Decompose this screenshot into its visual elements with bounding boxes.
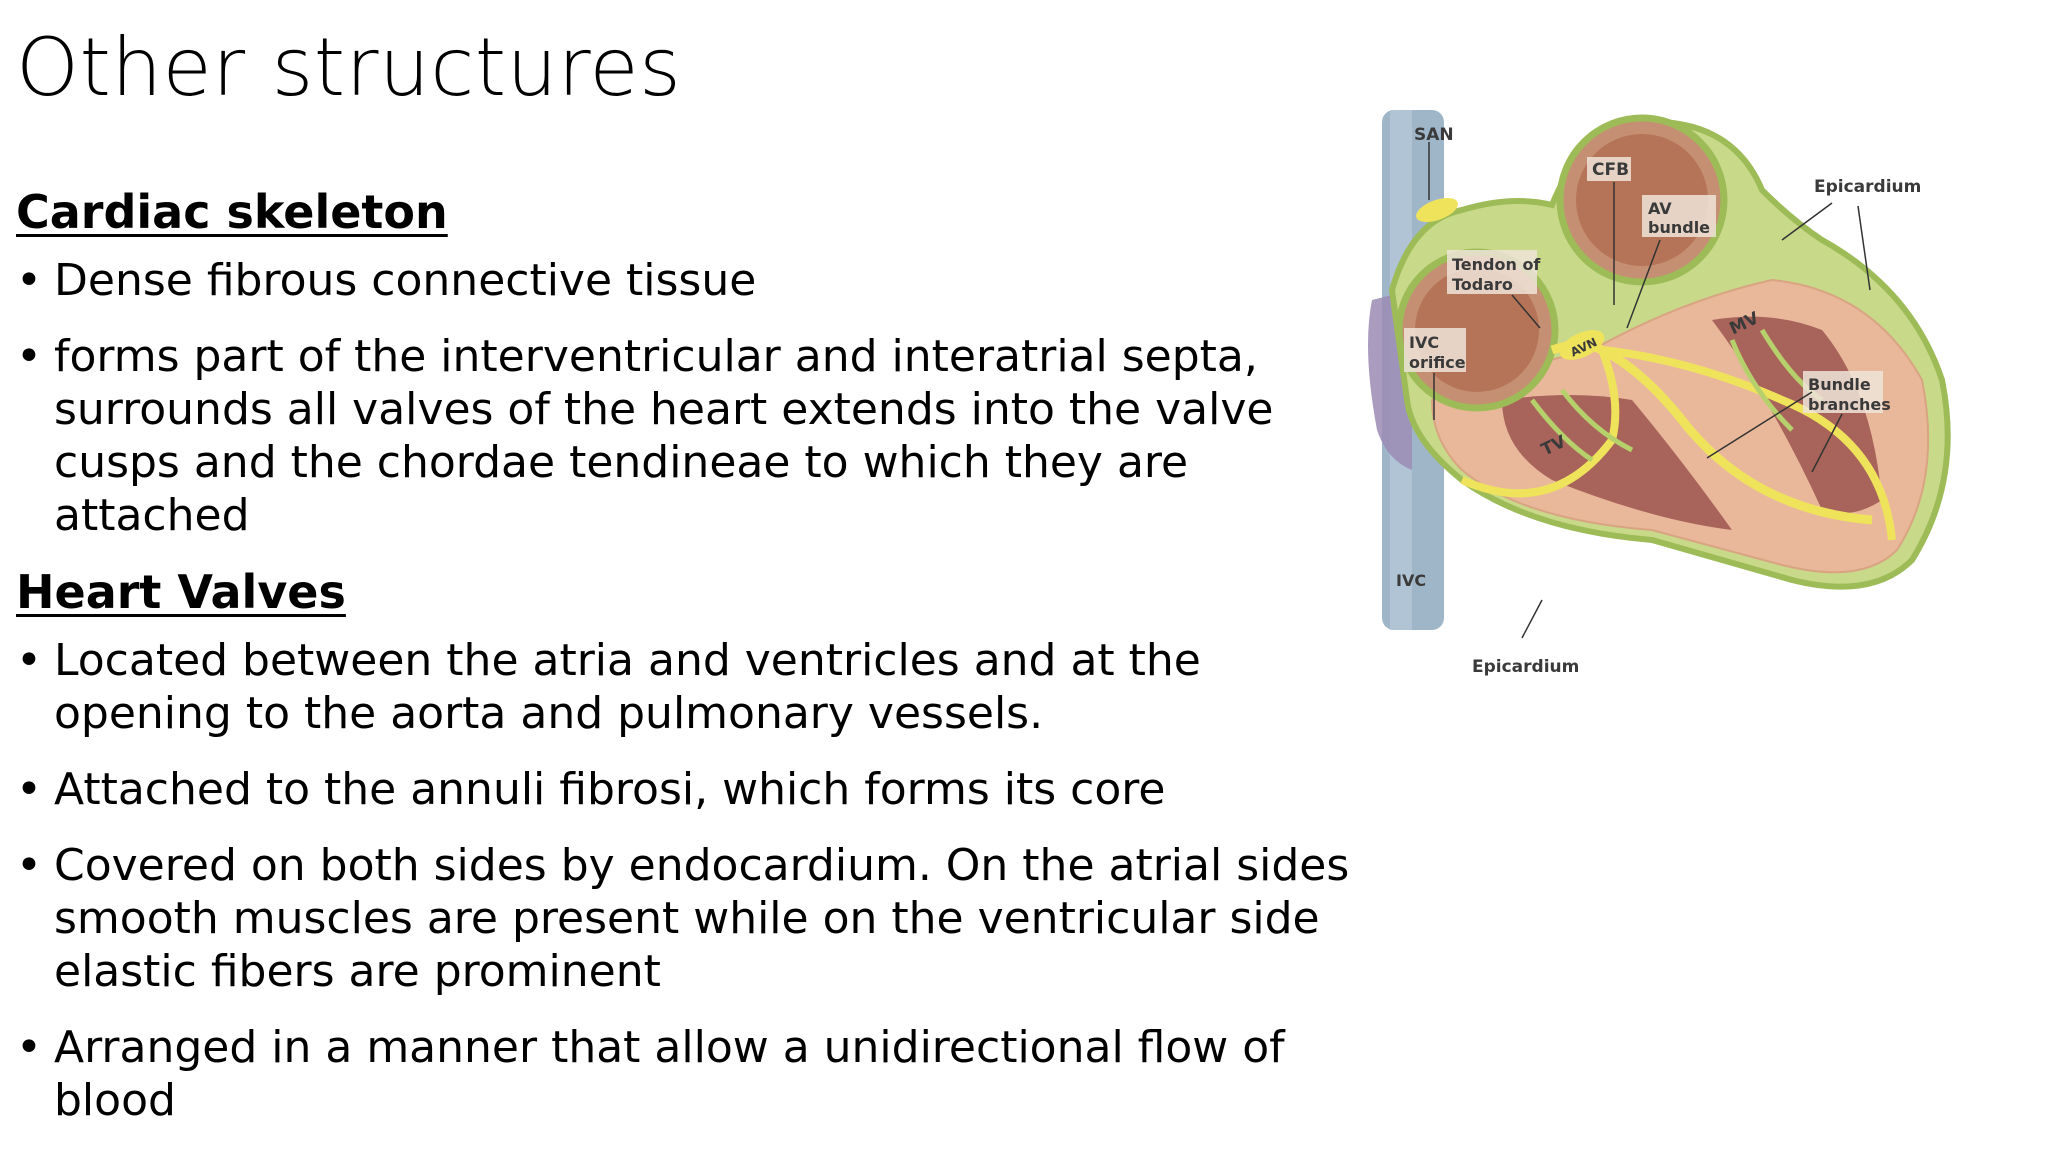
bullet-item: Dense fibrous connective tissue [16, 254, 1376, 307]
label-ivc-orifice: orifice [1409, 353, 1466, 372]
label-av-bundle: bundle [1648, 218, 1710, 237]
bullet-item: forms part of the interventricular and i… [16, 330, 1376, 542]
bullet-item: Attached to the annuli fibrosi, which fo… [16, 763, 1376, 816]
slide-title: Other structures [16, 21, 682, 114]
bullet-item: Located between the atria and ventricles… [16, 634, 1376, 740]
slide-body: Cardiac skeleton Dense fibrous connectiv… [16, 185, 1376, 1150]
av-node-shape [1559, 330, 1605, 360]
label-san: SAN [1414, 125, 1454, 145]
label-bundle-branches: branches [1808, 395, 1891, 414]
section-heading-heart-valves: Heart Valves [16, 565, 346, 620]
label-ivc-orifice: IVC [1409, 333, 1439, 352]
label-bundle-branches: Bundle [1808, 375, 1871, 394]
label-epicardium-top: Epicardium [1814, 177, 1921, 197]
label-cfb: CFB [1592, 160, 1629, 180]
bullet-item: Arranged in a manner that allow a unidir… [16, 1021, 1376, 1127]
bullet-list-cardiac-skeleton: Dense fibrous connective tissue forms pa… [16, 254, 1376, 542]
bullet-item: Covered on both sides by endocardium. On… [16, 839, 1376, 998]
heart-conduction-diagram: SAN CFB AV bundle Tendon of Todaro IVC o… [1352, 100, 1972, 700]
section-heading-cardiac-skeleton: Cardiac skeleton [16, 185, 448, 239]
label-tendon-of-todaro: Tendon of [1452, 255, 1541, 274]
label-epicardium-bottom: Epicardium [1472, 657, 1579, 677]
label-ivc: IVC [1396, 571, 1426, 590]
label-tendon-of-todaro: Todaro [1452, 275, 1513, 294]
bullet-list-heart-valves: Located between the atria and ventricles… [16, 634, 1376, 1127]
sa-node-shape [1416, 197, 1458, 223]
label-av-bundle: AV [1648, 199, 1672, 218]
